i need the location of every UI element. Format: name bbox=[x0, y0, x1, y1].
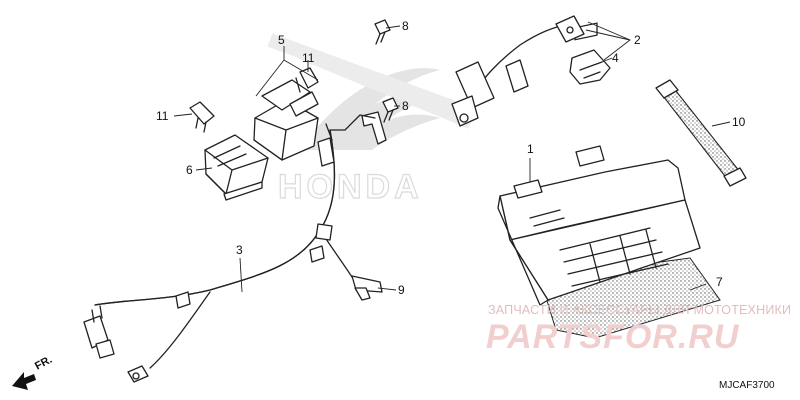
callout-1: 1 bbox=[527, 142, 534, 156]
fuse-relay-unit bbox=[253, 73, 319, 161]
callout-2: 2 bbox=[634, 33, 641, 47]
wire-harness bbox=[83, 114, 376, 383]
honda-wing-watermark: HONDA bbox=[267, 33, 472, 207]
battery-cable bbox=[451, 15, 585, 127]
callout-3: 3 bbox=[236, 243, 243, 257]
cable-bracket bbox=[361, 111, 387, 145]
front-arrow-icon bbox=[12, 372, 36, 390]
callout-11-left: 11 bbox=[156, 109, 169, 123]
honda-watermark-text: HONDA bbox=[278, 168, 423, 206]
terminal-cover bbox=[569, 49, 611, 85]
callout-11-top: 11 bbox=[302, 51, 315, 65]
callout-8-upper: 8 bbox=[402, 19, 409, 33]
callout-9: 9 bbox=[398, 283, 405, 297]
callout-10: 10 bbox=[732, 115, 746, 129]
watermark-tagline: ЗАПЧАСТИ И АКСЕССУАРЫ ДЛЯ МОТОТЕХНИКИ bbox=[488, 303, 792, 317]
leader-lines bbox=[173, 21, 731, 293]
watermark-site: PARTSFOR.RU bbox=[486, 318, 740, 356]
battery-band bbox=[655, 79, 747, 187]
bolt-lower bbox=[382, 97, 399, 123]
callout-8-lower: 8 bbox=[402, 99, 409, 113]
starter-relay bbox=[204, 134, 269, 201]
callout-4: 4 bbox=[612, 51, 619, 65]
callout-5: 5 bbox=[278, 33, 285, 47]
diagram-code: MJCAF3700 bbox=[719, 380, 775, 391]
bolt-upper bbox=[374, 19, 391, 45]
fuse-left bbox=[189, 101, 215, 133]
fuse-top bbox=[299, 67, 319, 89]
harness-clip bbox=[351, 275, 383, 301]
callout-7: 7 bbox=[716, 275, 723, 289]
battery bbox=[497, 22, 701, 306]
callout-6: 6 bbox=[186, 163, 193, 177]
